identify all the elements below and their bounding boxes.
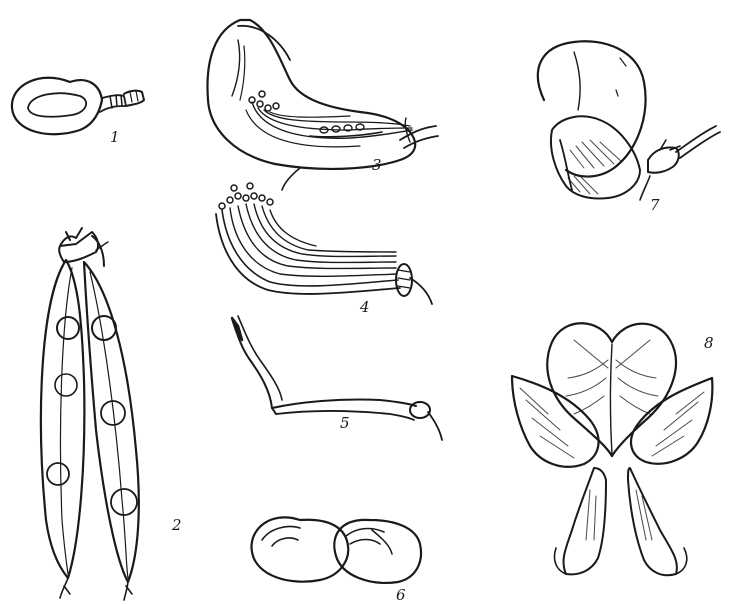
figure-8-number: 8 [704,334,714,352]
figure-1-number: 1 [110,128,120,146]
figure-2-pod: 2 [41,228,182,600]
figure-5-style: 5 [232,316,442,440]
figure-7-number: 7 [650,196,660,214]
figure-7-flower: 7 [538,41,720,214]
figure-8-dissected-flower: 8 [512,323,714,575]
figure-1-ovary: 1 [12,78,144,146]
figure-6-seeds: 6 [252,517,421,604]
figure-4-stamen-column: 4 [216,183,432,316]
figure-5-number: 5 [340,414,350,432]
figure-4-number: 4 [359,298,370,316]
figure-2-number: 2 [171,516,182,534]
figure-3-number: 3 [372,156,382,174]
figure-6-number: 6 [396,586,406,604]
figure-3-keel-section: 3 [207,20,438,190]
